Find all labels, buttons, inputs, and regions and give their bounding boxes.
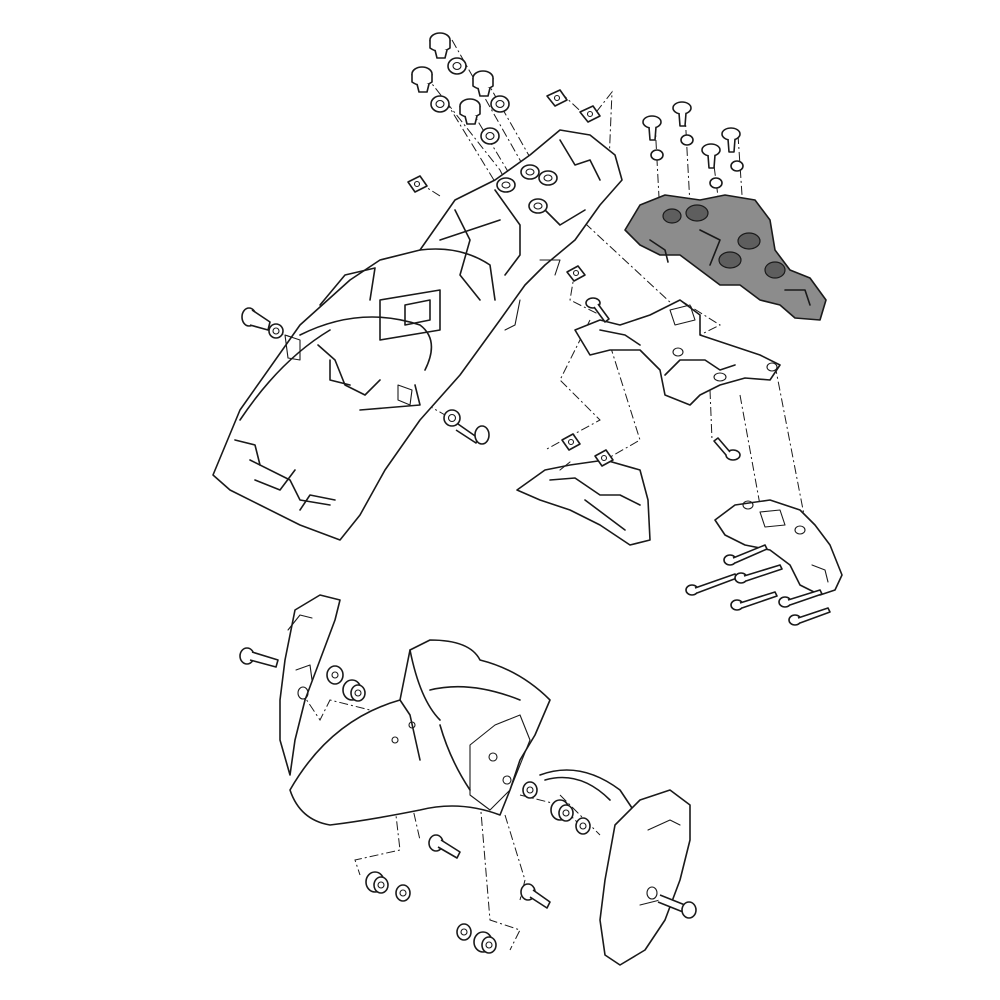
flange-bolt-icon: [459, 98, 481, 125]
screw-icon: [788, 607, 831, 626]
screw-icon: [734, 564, 783, 584]
flange-bolt-icon: [455, 423, 490, 445]
front-fender: [289, 639, 641, 826]
grommet-icon: [550, 799, 574, 822]
screw-icon: [730, 591, 778, 611]
screw-icon: [721, 127, 741, 153]
flange-bolt-icon: [239, 647, 279, 668]
front-fender-hardware: [239, 647, 697, 954]
clip-nut-icon: [561, 433, 581, 451]
grommet-icon: [473, 931, 497, 954]
washer-icon: [490, 95, 510, 113]
bracket-bolts: [642, 101, 744, 189]
screw-icon: [642, 115, 662, 141]
flange-bolt-icon: [472, 70, 494, 97]
reflector-screws: [685, 544, 831, 626]
license-plate-bracket: [574, 299, 781, 406]
front-fender-right-panel: [599, 789, 691, 966]
screw-icon: [585, 297, 610, 323]
screw-icon: [723, 544, 768, 566]
washer-icon: [443, 409, 461, 427]
washer-icon: [268, 323, 284, 339]
clip-nut-icon: [579, 105, 601, 123]
screw-icon: [713, 437, 741, 461]
reflector-bracket: [714, 499, 843, 596]
clip-nut-icon: [594, 449, 614, 467]
washer-icon: [680, 134, 694, 146]
washer-icon: [709, 177, 723, 189]
collar-icon: [575, 817, 591, 835]
rear-undertray-cover: [516, 433, 651, 546]
flange-bolt-icon: [657, 894, 697, 919]
clip-nut-icon: [407, 175, 428, 193]
screw-icon: [778, 589, 823, 608]
front-fender-left-panel: [279, 594, 341, 776]
washer-icon: [480, 127, 500, 145]
flange-bolt-icon: [520, 883, 551, 909]
collar-icon: [326, 665, 344, 685]
rear-fender-side-bolts: [241, 307, 490, 445]
flange-bolt-icon: [411, 66, 433, 93]
collar-icon: [522, 781, 538, 799]
screw-icon: [685, 573, 738, 596]
collar-icon: [395, 884, 411, 902]
rear-inner-fender: [212, 129, 623, 541]
flange-bolt-icon: [241, 307, 271, 331]
rear-fender-grommets: [496, 164, 558, 214]
clip-nut-icon: [566, 265, 586, 282]
washer-icon: [430, 95, 450, 113]
screw-icon: [672, 101, 692, 127]
top-bolt-set: [407, 32, 601, 282]
screw-icon: [701, 143, 721, 169]
washer-icon: [650, 149, 664, 161]
collar-icon: [456, 923, 472, 941]
washer-icon: [730, 160, 744, 172]
flange-bolt-icon: [429, 32, 451, 59]
grommet-icon: [365, 871, 389, 894]
flange-bolt-icon: [428, 834, 461, 859]
clip-nut-icon: [546, 89, 568, 107]
tail-light-bracket: [624, 194, 827, 321]
washer-icon: [447, 57, 467, 75]
mid-screws: [585, 297, 741, 461]
grommet-icon: [342, 679, 366, 702]
